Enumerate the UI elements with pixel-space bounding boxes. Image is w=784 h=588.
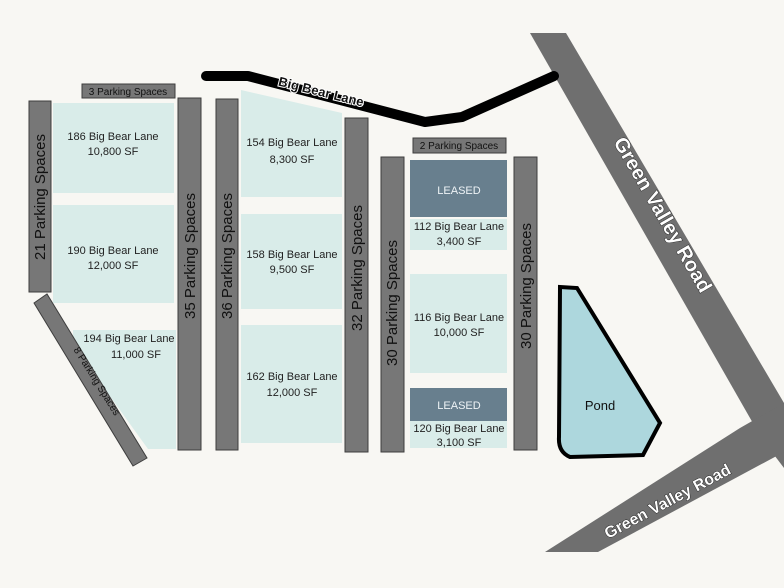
lot-112-status: LEASED xyxy=(437,185,480,197)
parking-32[interactable] xyxy=(344,117,369,453)
green-valley-road-lower xyxy=(545,403,784,552)
lot-194[interactable] xyxy=(73,330,176,449)
lot-120-status: LEASED xyxy=(437,400,480,412)
lot-162-size: 12,000 SF xyxy=(267,387,318,399)
lot-154-size: 8,300 SF xyxy=(270,154,315,166)
lot-186-size: 10,800 SF xyxy=(88,146,139,158)
parking-8[interactable] xyxy=(33,293,148,467)
lot-116-name: 116 Big Bear Lane xyxy=(414,312,504,324)
parking-30b-label: 30 Parking Spaces xyxy=(518,223,535,349)
lot-116-size: 10,000 SF xyxy=(434,327,485,339)
parking-36-label: 36 Parking Spaces xyxy=(219,193,236,319)
lot-112-name: 112 Big Bear Lane xyxy=(414,221,504,233)
parking-30a[interactable] xyxy=(380,156,405,453)
parking-30a-label: 30 Parking Spaces xyxy=(384,240,401,366)
green-valley-road-lower-label: Green Valley Road xyxy=(602,462,734,543)
parking-21[interactable] xyxy=(28,100,52,293)
lot-112-leased-block[interactable] xyxy=(410,160,507,217)
lot-162[interactable] xyxy=(241,325,342,443)
parking-35-label: 35 Parking Spaces xyxy=(182,193,199,319)
lot-120-size: 3,100 SF xyxy=(437,437,482,449)
green-valley-road-label: Green Valley Road xyxy=(609,133,716,296)
lot-186-name: 186 Big Bear Lane xyxy=(67,131,158,143)
lot-112-size: 3,400 SF xyxy=(437,236,482,248)
green-valley-road-main xyxy=(530,33,784,468)
lot-186[interactable] xyxy=(53,103,174,193)
lot-162-name: 162 Big Bear Lane xyxy=(246,371,337,383)
lot-190[interactable] xyxy=(53,205,174,303)
lot-194-size: 11,000 SF xyxy=(111,349,161,361)
parking-32-label: 32 Parking Spaces xyxy=(349,205,366,331)
parking-2[interactable] xyxy=(412,137,507,154)
parking-36[interactable] xyxy=(215,98,239,451)
lot-158-name: 158 Big Bear Lane xyxy=(246,249,337,261)
parking-30b[interactable] xyxy=(513,156,538,451)
lot-112[interactable] xyxy=(410,219,507,250)
lot-158[interactable] xyxy=(241,214,342,309)
lot-190-name: 190 Big Bear Lane xyxy=(67,245,158,257)
pond-label: Pond xyxy=(585,398,615,413)
lot-194-name: 194 Big Bear Lane xyxy=(83,333,174,345)
lot-120-name: 120 Big Bear Lane xyxy=(413,423,504,435)
parking-21-label: 21 Parking Spaces xyxy=(32,134,49,260)
lot-120[interactable] xyxy=(410,421,507,448)
parking-2-label: 2 Parking Spaces xyxy=(420,141,498,152)
lot-154[interactable] xyxy=(241,90,342,197)
pond xyxy=(556,284,663,460)
lot-190-size: 12,000 SF xyxy=(88,260,139,272)
parking-3-label: 3 Parking Spaces xyxy=(89,87,167,98)
lot-120-leased-block[interactable] xyxy=(410,388,507,421)
parking-35[interactable] xyxy=(177,97,202,451)
big-bear-lane-road xyxy=(201,71,559,127)
lot-158-size: 9,500 SF xyxy=(270,264,315,276)
lot-116[interactable] xyxy=(410,274,507,373)
parking-3[interactable] xyxy=(81,83,176,99)
lot-154-name: 154 Big Bear Lane xyxy=(246,137,337,149)
